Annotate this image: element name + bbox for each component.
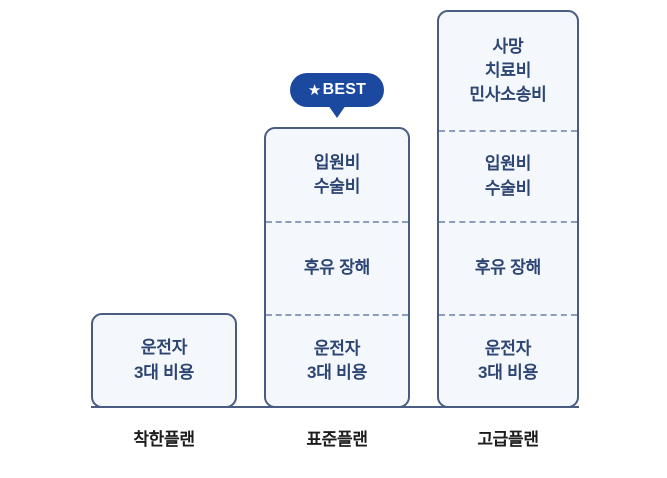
benefit-section: 입원비 수술비 xyxy=(266,129,408,221)
benefit-line: 수술비 xyxy=(313,177,361,196)
plan-column-basic[interactable]: 운전자 3대 비용 xyxy=(91,313,237,408)
best-badge-label: BEST xyxy=(322,81,367,98)
benefit-section: 운전자 3대 비용 xyxy=(266,314,408,406)
badge-pointer xyxy=(328,105,346,118)
benefit-line: 후유 장해 xyxy=(303,258,371,278)
benefit-line: 치료비 xyxy=(484,60,532,80)
plan-label-standard: 표준플랜 xyxy=(306,430,368,449)
benefit-line: 사망 xyxy=(492,36,524,56)
benefit-line: 운전자 xyxy=(313,338,361,358)
benefit-line: 운전자 xyxy=(484,338,532,358)
plan-label-basic: 착한플랜 xyxy=(133,430,195,449)
benefit-section: 입원비 수술비 xyxy=(439,130,577,221)
benefit-section: 후유 장해 xyxy=(439,221,577,314)
benefit-line: 3대 비용 xyxy=(306,363,368,382)
benefit-line: 3대 비용 xyxy=(133,362,195,382)
star-icon: ★ xyxy=(307,81,322,99)
benefit-section: 후유 장해 xyxy=(266,221,408,314)
benefit-line: 3대 비용 xyxy=(477,363,539,382)
plan-column-standard[interactable]: 입원비 수술비 후유 장해 운전자 3대 비용 xyxy=(264,127,410,408)
benefit-section: 운전자 3대 비용 xyxy=(93,315,235,406)
benefit-line: 입원비 xyxy=(313,152,361,172)
benefit-line: 입원비 xyxy=(484,154,532,174)
benefit-line: 수술비 xyxy=(484,178,532,198)
benefit-line: 운전자 xyxy=(140,338,188,358)
benefit-line: 후유 장해 xyxy=(474,258,542,278)
best-badge: ★ BEST xyxy=(290,73,384,118)
plan-label-premium: 고급플랜 xyxy=(477,430,539,449)
benefit-line: 민사소송비 xyxy=(469,85,547,105)
benefit-section: 운전자 3대 비용 xyxy=(439,314,577,406)
benefit-section: 사망 치료비 민사소송비 xyxy=(439,12,577,130)
plan-column-premium[interactable]: 사망 치료비 민사소송비 입원비 수술비 후유 장해 운전자 3대 비용 xyxy=(437,10,579,408)
